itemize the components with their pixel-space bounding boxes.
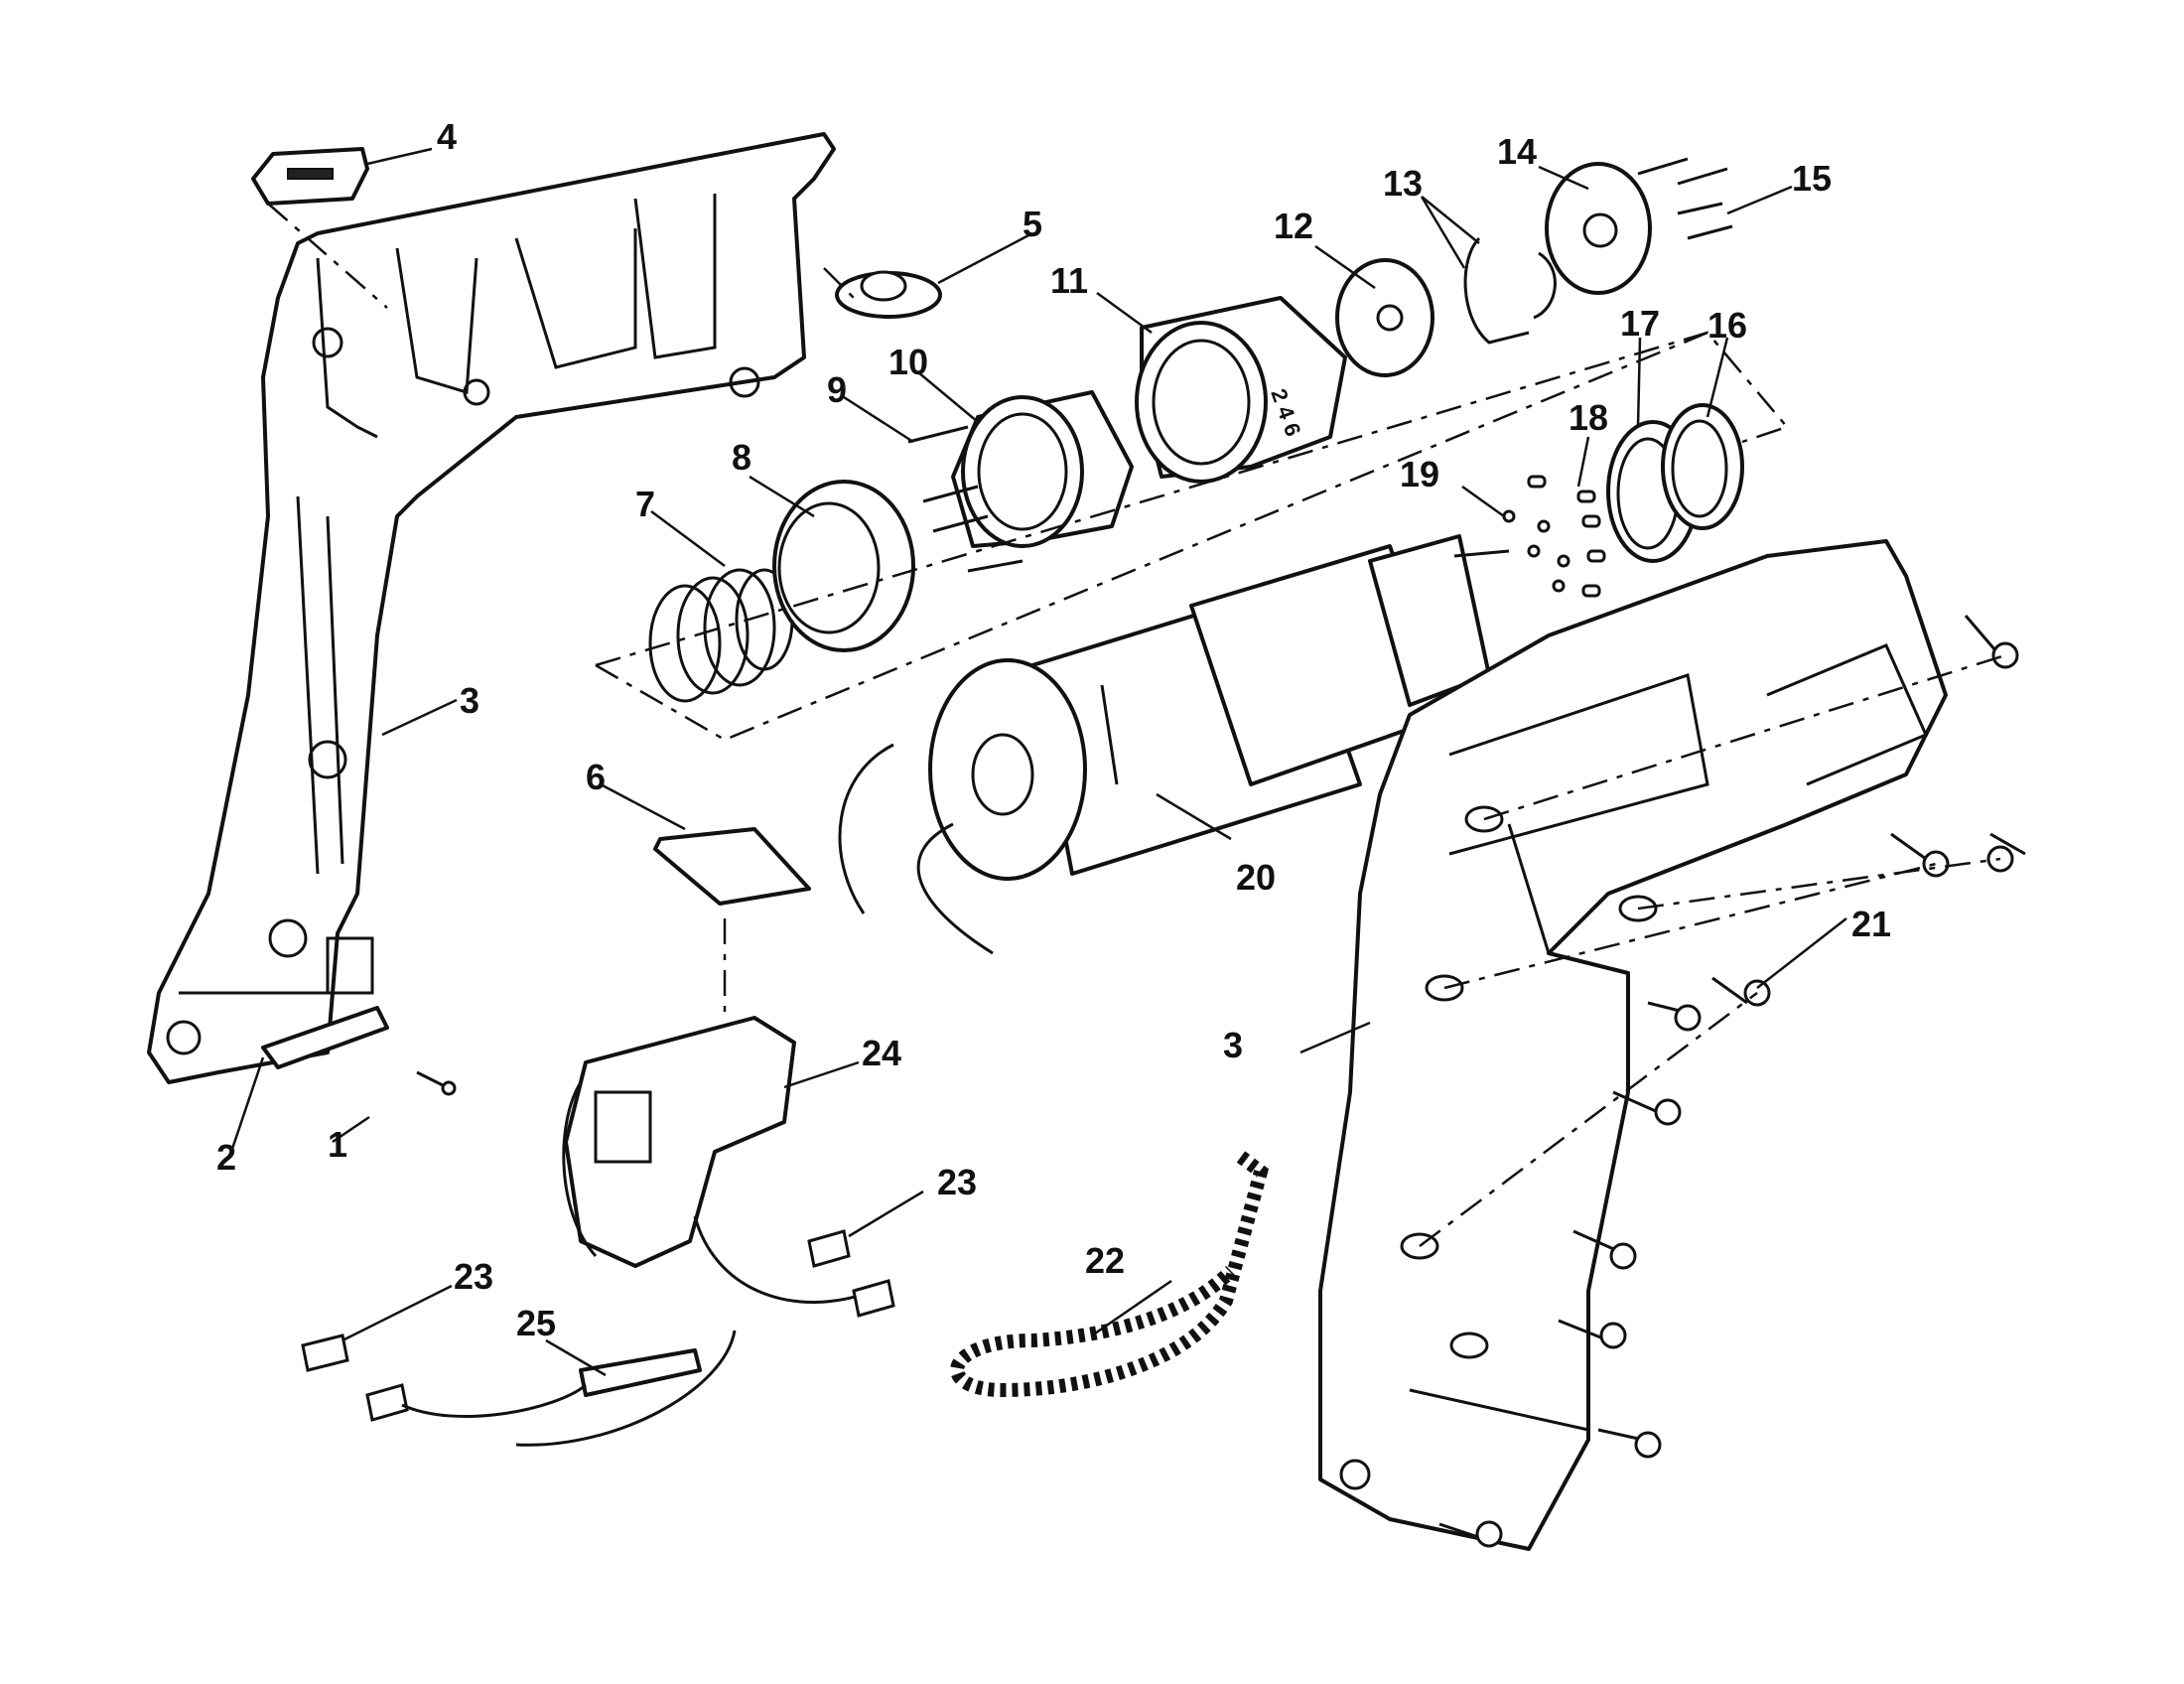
- callout-6: 6: [586, 757, 606, 797]
- part-13-clip: [1463, 236, 1557, 345]
- callout-5: 5: [1023, 204, 1042, 244]
- callout-20: 20: [1236, 857, 1276, 898]
- callout-3-right: 3: [1223, 1025, 1243, 1065]
- part-6-lever: [653, 827, 811, 906]
- leader-lines: [229, 147, 1847, 1377]
- part-23-terminal-left: [301, 1333, 409, 1422]
- callout-19: 19: [1400, 454, 1439, 494]
- callout-3-left: 3: [460, 680, 479, 721]
- callout-4: 4: [437, 116, 457, 157]
- callout-14: 14: [1497, 131, 1537, 172]
- callout-23-left: 23: [454, 1256, 493, 1297]
- callout-22: 22: [1085, 1240, 1125, 1281]
- part-12-plate: [1335, 258, 1434, 377]
- callout-25: 25: [516, 1303, 556, 1343]
- part-20-motor: [838, 534, 1510, 955]
- callout-11: 11: [1050, 260, 1088, 301]
- callout-12: 12: [1274, 206, 1313, 246]
- callout-15: 15: [1792, 158, 1832, 199]
- callout-13: 13: [1383, 163, 1423, 204]
- part-7-rings: [648, 568, 794, 703]
- part-23-terminal-right: [807, 1229, 895, 1318]
- part-18-pins: [1527, 475, 1606, 598]
- callout-1: 1: [328, 1124, 347, 1165]
- part-5-knob: [835, 270, 942, 319]
- part-4-badge: [251, 147, 369, 206]
- callout-labels: 1 2 3 3 4 5 6 7 8 9 10 11 12 13 14 15 16…: [216, 116, 1891, 1343]
- callout-8: 8: [732, 437, 751, 478]
- callout-2: 2: [216, 1137, 236, 1178]
- right-housing-half: [1318, 539, 1948, 1551]
- callout-10: 10: [888, 342, 928, 382]
- part-8-ring: [772, 480, 915, 652]
- callout-7: 7: [635, 484, 655, 524]
- callout-24: 24: [862, 1033, 901, 1073]
- assembly-dashed-outline: [267, 203, 2006, 1247]
- callout-16: 16: [1707, 305, 1747, 346]
- part-1-screw: [416, 1070, 457, 1096]
- callout-17: 17: [1620, 303, 1660, 344]
- part-2-bracket: [261, 1006, 389, 1069]
- part-24-switch: [562, 1016, 875, 1304]
- left-housing-half: [147, 132, 836, 1084]
- part-9-screws: [907, 425, 1024, 573]
- part-25-wire-lead: [401, 1330, 737, 1447]
- part-21-screws: [1438, 615, 2026, 1548]
- part-14-end-plate: [1545, 162, 1652, 295]
- part-22-lanyard: [950, 1151, 1269, 1398]
- part-10-gear-housing: [951, 390, 1134, 548]
- part-15-screws: [1637, 157, 1733, 240]
- callout-9: 9: [827, 369, 847, 410]
- part-16-ring: [1661, 403, 1744, 530]
- callout-23-right: 23: [937, 1162, 977, 1202]
- part-19-balls: [1502, 509, 1570, 593]
- callout-18: 18: [1569, 397, 1608, 438]
- part-11-clutch-collar: 2 4 6: [1135, 296, 1347, 484]
- callout-21: 21: [1851, 904, 1891, 944]
